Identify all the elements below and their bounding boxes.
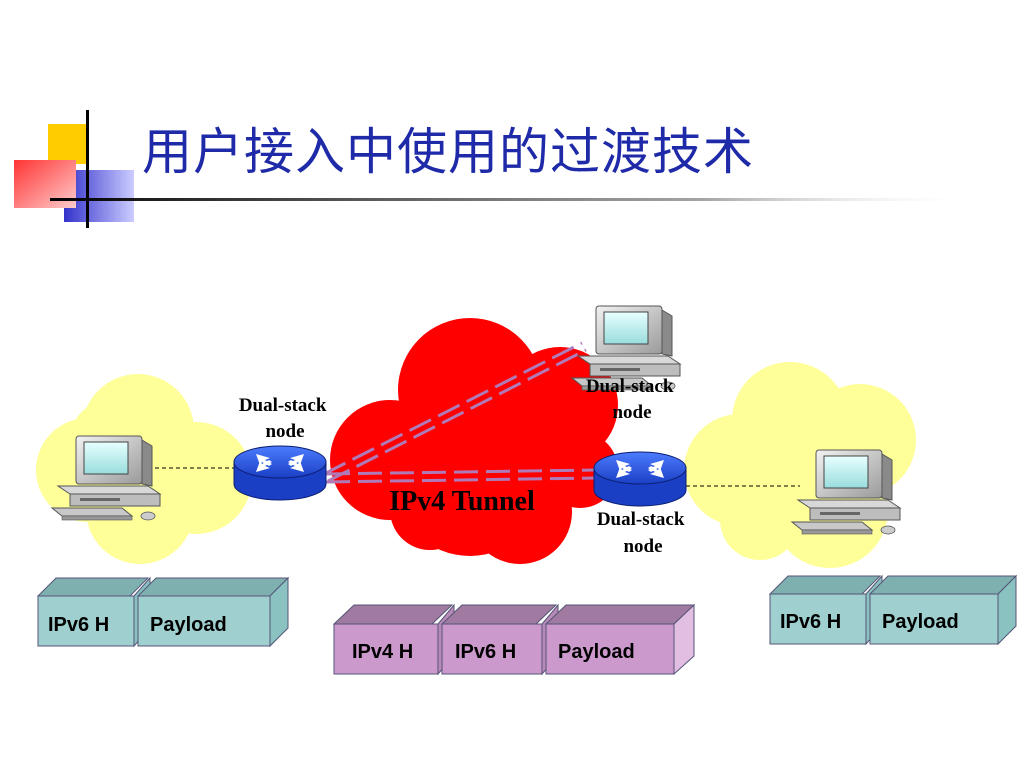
packet-left-ipv6-header: IPv6 H (48, 614, 109, 636)
tunnel-router-host (323, 341, 587, 483)
router-left-label: Dual-stack node (239, 395, 331, 442)
page-title: 用户接入中使用的过渡技术 (142, 123, 754, 181)
packet-middle: IPv4 H IPv6 H Payload (332, 603, 696, 676)
host-top-label: Dual-stack node (586, 376, 678, 423)
packet-left-payload-text: Payload (150, 614, 227, 636)
packet-left-payload: Payload (136, 576, 290, 648)
packet-middle-ipv6-header: IPv6 H (455, 641, 516, 663)
packet-left-header: IPv6 H (36, 576, 151, 648)
deco-vertical-line (86, 110, 89, 228)
packet-middle-payload-text: Payload (558, 641, 635, 663)
packet-right-ipv6-header: IPv6 H (780, 611, 841, 633)
packet-right: IPv6 H Payload (768, 574, 1018, 646)
deco-yellow-square (48, 124, 86, 164)
packet-right-payload-text: Payload (882, 611, 959, 633)
dual-stack-router-right[interactable] (593, 451, 687, 507)
router-right-label: Dual-stack node (597, 509, 689, 557)
dual-stack-router-left[interactable] (233, 445, 327, 501)
tunnel-router-router (325, 468, 597, 484)
title-decoration (14, 110, 980, 228)
packet-left: IPv6 H Payload (36, 576, 290, 648)
tunnel-label: IPv4 Tunnel (389, 486, 535, 517)
packet-middle-ipv4-header: IPv4 H (352, 641, 413, 663)
title-underline (50, 198, 980, 201)
